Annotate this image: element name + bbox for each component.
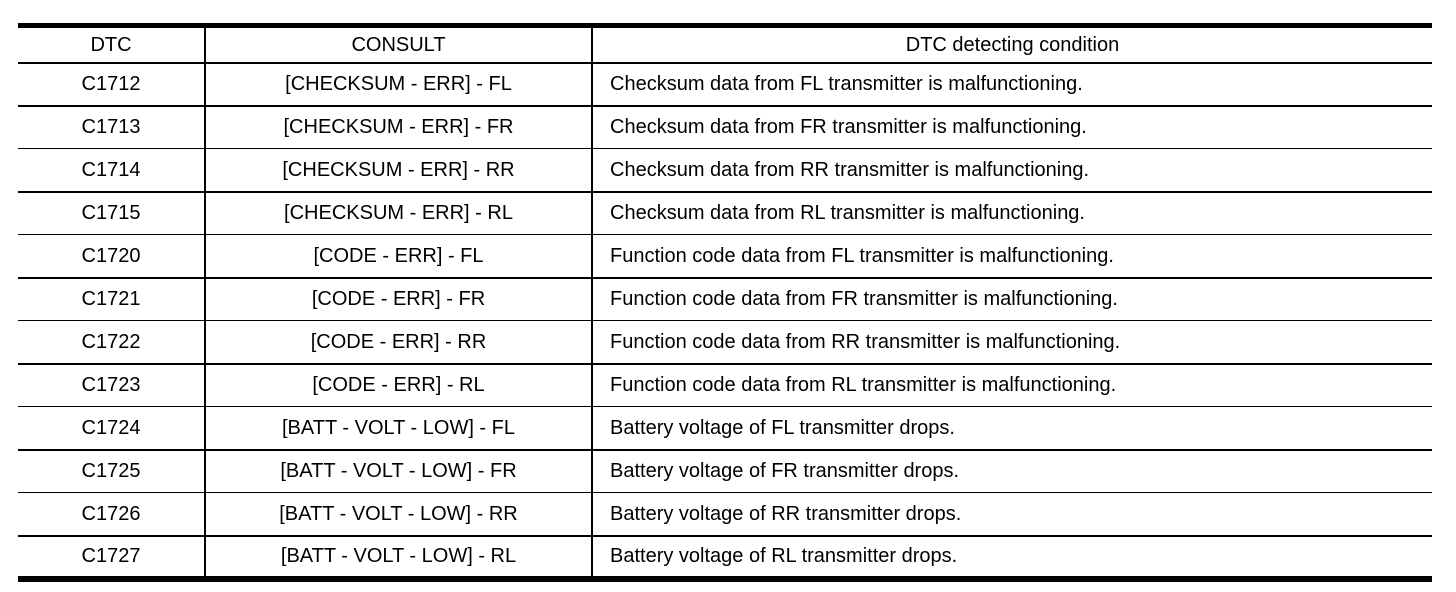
dtc-cell: C1724 xyxy=(18,406,205,450)
table-header: DTC CONSULT DTC detecting condition xyxy=(18,25,1432,63)
consult-cell: [CHECKSUM - ERR] - FR xyxy=(204,105,592,149)
table-row: C1715 [CHECKSUM - ERR] - RL Checksum dat… xyxy=(18,191,1432,235)
table-row: C1713 [CHECKSUM - ERR] - FR Checksum dat… xyxy=(18,105,1432,149)
column-header-condition: DTC detecting condition xyxy=(591,25,1432,63)
dtc-table: DTC CONSULT DTC detecting condition C171… xyxy=(18,23,1432,582)
dtc-cell: C1725 xyxy=(18,449,205,493)
dtc-cell: C1726 xyxy=(18,492,205,536)
table-row: C1727 [BATT - VOLT - LOW] - RL Battery v… xyxy=(18,535,1432,579)
consult-cell: [BATT - VOLT - LOW] - RL xyxy=(204,535,592,579)
condition-cell: Checksum data from RL transmitter is mal… xyxy=(591,191,1432,235)
dtc-cell: C1714 xyxy=(18,148,205,192)
table-row: C1714 [CHECKSUM - ERR] - RR Checksum dat… xyxy=(18,148,1432,192)
condition-cell: Battery voltage of FR transmitter drops. xyxy=(591,449,1432,493)
condition-cell: Checksum data from FR transmitter is mal… xyxy=(591,105,1432,149)
table-row: C1712 [CHECKSUM - ERR] - FL Checksum dat… xyxy=(18,62,1432,106)
condition-cell: Checksum data from RR transmitter is mal… xyxy=(591,148,1432,192)
consult-cell: [CODE - ERR] - FR xyxy=(204,277,592,321)
consult-cell: [BATT - VOLT - LOW] - FL xyxy=(204,406,592,450)
table-row: C1721 [CODE - ERR] - FR Function code da… xyxy=(18,277,1432,321)
condition-cell: Battery voltage of RL transmitter drops. xyxy=(591,535,1432,579)
condition-cell: Function code data from RR transmitter i… xyxy=(591,320,1432,364)
table-row: C1723 [CODE - ERR] - RL Function code da… xyxy=(18,363,1432,407)
consult-cell: [CHECKSUM - ERR] - FL xyxy=(204,62,592,106)
condition-cell: Function code data from FL transmitter i… xyxy=(591,234,1432,278)
consult-cell: [CHECKSUM - ERR] - RR xyxy=(204,148,592,192)
condition-cell: Function code data from FR transmitter i… xyxy=(591,277,1432,321)
consult-cell: [CHECKSUM - ERR] - RL xyxy=(204,191,592,235)
column-header-dtc: DTC xyxy=(18,25,205,63)
dtc-cell: C1715 xyxy=(18,191,205,235)
consult-cell: [BATT - VOLT - LOW] - FR xyxy=(204,449,592,493)
table-row: C1724 [BATT - VOLT - LOW] - FL Battery v… xyxy=(18,406,1432,450)
table-row: C1726 [BATT - VOLT - LOW] - RR Battery v… xyxy=(18,492,1432,536)
consult-cell: [CODE - ERR] - RL xyxy=(204,363,592,407)
dtc-cell: C1713 xyxy=(18,105,205,149)
condition-cell: Battery voltage of RR transmitter drops. xyxy=(591,492,1432,536)
condition-cell: Function code data from RL transmitter i… xyxy=(591,363,1432,407)
table-row: C1720 [CODE - ERR] - FL Function code da… xyxy=(18,234,1432,278)
dtc-cell: C1722 xyxy=(18,320,205,364)
dtc-cell: C1723 xyxy=(18,363,205,407)
table-body: C1712 [CHECKSUM - ERR] - FL Checksum dat… xyxy=(18,62,1432,579)
consult-cell: [CODE - ERR] - RR xyxy=(204,320,592,364)
dtc-cell: C1720 xyxy=(18,234,205,278)
column-header-consult: CONSULT xyxy=(204,25,592,63)
table-row: C1722 [CODE - ERR] - RR Function code da… xyxy=(18,320,1432,364)
condition-cell: Checksum data from FL transmitter is mal… xyxy=(591,62,1432,106)
dtc-cell: C1712 xyxy=(18,62,205,106)
header-row: DTC CONSULT DTC detecting condition xyxy=(18,25,1432,63)
dtc-cell: C1727 xyxy=(18,535,205,579)
condition-cell: Battery voltage of FL transmitter drops. xyxy=(591,406,1432,450)
dtc-cell: C1721 xyxy=(18,277,205,321)
consult-cell: [BATT - VOLT - LOW] - RR xyxy=(204,492,592,536)
consult-cell: [CODE - ERR] - FL xyxy=(204,234,592,278)
table-row: C1725 [BATT - VOLT - LOW] - FR Battery v… xyxy=(18,449,1432,493)
